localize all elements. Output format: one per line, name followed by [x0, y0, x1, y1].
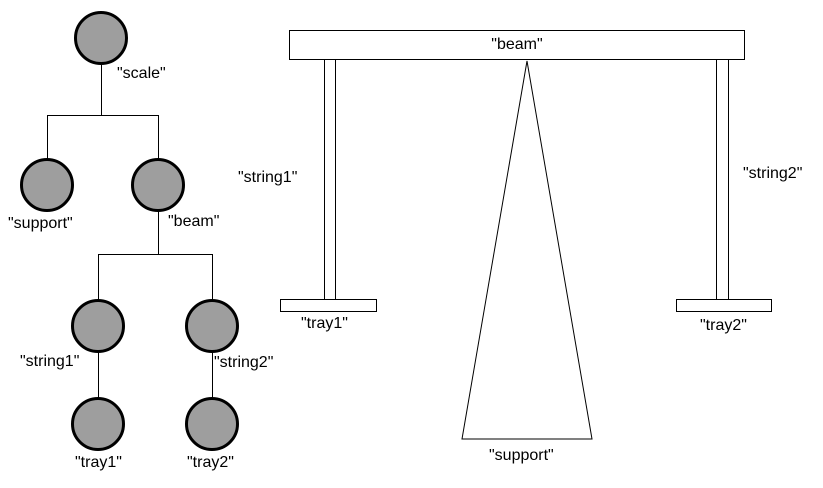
- tree-label-string2: "string2": [214, 354, 274, 371]
- tray1-shape: [280, 299, 377, 312]
- tree-label-beam: "beam": [168, 213, 220, 230]
- schematic-label-tray2: "tray2": [700, 317, 747, 334]
- tree-edge-rail2: [98, 254, 213, 255]
- tree-edge-rail1: [47, 115, 159, 116]
- tree-label-tray2: "tray2": [187, 454, 234, 471]
- tree-label-tray1: "tray1": [75, 454, 122, 471]
- tree-edge-to-support: [47, 115, 48, 160]
- tree-node-tray1: [71, 397, 125, 451]
- tree-edge-to-tray2: [212, 352, 213, 398]
- schematic-label-string2: "string2": [743, 165, 803, 182]
- schematic-label-tray1: "tray1": [301, 315, 348, 332]
- tree-label-support: "support": [8, 215, 73, 232]
- schematic-label-support: "support": [489, 447, 554, 464]
- tree-label-scale: "scale": [117, 65, 166, 82]
- schematic-label-beam: "beam": [491, 36, 543, 53]
- tree-edge-to-tray1: [98, 352, 99, 398]
- string2-shape: [716, 59, 729, 300]
- tree-node-string1: [71, 299, 125, 353]
- tree-edge-to-beam: [158, 115, 159, 160]
- tree-node-support: [20, 158, 74, 212]
- tree-edge-to-string2: [212, 254, 213, 300]
- support-triangle: [461, 60, 593, 440]
- tree-node-beam: [131, 158, 185, 212]
- beam-shape: "beam": [289, 30, 745, 60]
- tree-node-scale: [74, 11, 128, 65]
- string1-shape: [324, 59, 336, 300]
- tree-node-tray2: [185, 397, 239, 451]
- tree-edge-scale-down: [101, 64, 102, 115]
- tree-label-string1: "string1": [20, 353, 80, 370]
- tree-edge-to-string1: [98, 254, 99, 300]
- schematic-label-string1: "string1": [238, 169, 298, 186]
- tray2-shape: [676, 299, 772, 312]
- tree-node-string2: [185, 299, 239, 353]
- tree-edge-beam-down: [158, 211, 159, 254]
